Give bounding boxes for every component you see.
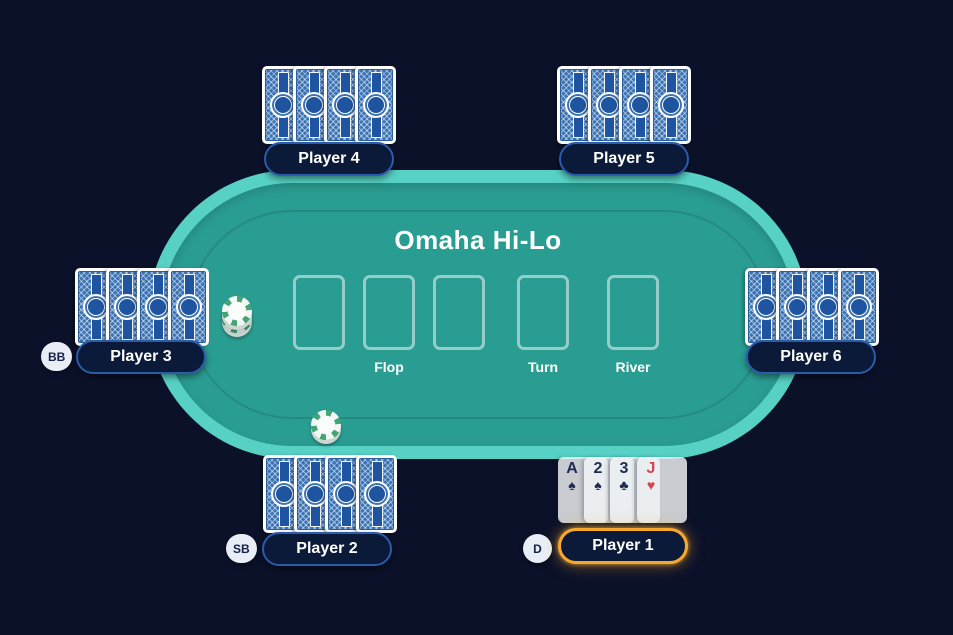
river-label: River bbox=[615, 359, 651, 375]
player-1-hand-cards: A ♠ 2 ♠ 3 ♣ J ♥ bbox=[558, 457, 687, 523]
card-back bbox=[355, 66, 396, 144]
board-slot-river bbox=[607, 275, 659, 350]
card-back bbox=[168, 268, 209, 346]
player-3-facedown-cards bbox=[75, 268, 209, 346]
poker-chip-icon bbox=[222, 296, 252, 326]
poker-chip-icon bbox=[311, 410, 341, 440]
card-back bbox=[294, 455, 335, 533]
player-5-nameplate[interactable]: Player 5 bbox=[559, 142, 689, 176]
game-title: Omaha Hi-Lo bbox=[394, 225, 562, 255]
board-slot-flop-3 bbox=[433, 275, 485, 350]
player-1-nameplate[interactable]: Player 1 bbox=[558, 528, 688, 564]
club-suit-icon: ♣ bbox=[619, 477, 629, 494]
card-back bbox=[356, 455, 397, 533]
spade-suit-icon: ♠ bbox=[594, 477, 602, 494]
dealer-badge: D bbox=[523, 534, 552, 563]
player-6-nameplate[interactable]: Player 6 bbox=[746, 340, 876, 374]
player-6-facedown-cards bbox=[745, 268, 879, 346]
big-blind-badge: BB bbox=[41, 342, 73, 371]
player-4-nameplate[interactable]: Player 4 bbox=[264, 142, 394, 176]
card-jack-of-hearts[interactable]: J ♥ bbox=[637, 457, 687, 523]
small-blind-badge: SB bbox=[226, 534, 257, 563]
spade-suit-icon: ♠ bbox=[568, 477, 576, 494]
board-slot-flop-2 bbox=[363, 275, 415, 350]
player-3-nameplate[interactable]: Player 3 bbox=[76, 340, 206, 374]
board-slot-turn bbox=[517, 275, 569, 350]
player-4-facedown-cards bbox=[262, 66, 396, 144]
card-back bbox=[650, 66, 691, 144]
card-back bbox=[838, 268, 879, 346]
player-5-facedown-cards bbox=[557, 66, 691, 144]
card-rank: A bbox=[566, 460, 578, 477]
card-rank: J bbox=[646, 460, 656, 477]
board-slot-flop-1 bbox=[293, 275, 345, 350]
table-felt bbox=[161, 183, 795, 446]
card-rank: 2 bbox=[593, 460, 603, 477]
player-2-facedown-cards bbox=[263, 455, 397, 533]
heart-suit-icon: ♥ bbox=[646, 477, 656, 494]
flop-label: Flop bbox=[374, 359, 404, 375]
card-rank: 3 bbox=[619, 460, 629, 477]
player-2-nameplate[interactable]: Player 2 bbox=[262, 532, 392, 566]
table-rim: Omaha Hi-Lo bbox=[148, 170, 808, 459]
turn-label: Turn bbox=[527, 359, 559, 375]
